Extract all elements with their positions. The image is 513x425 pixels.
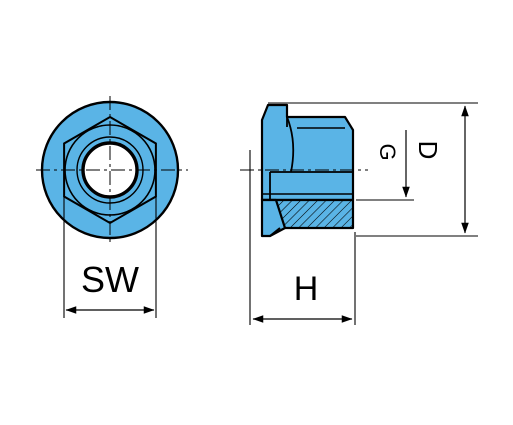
sw-label: SW xyxy=(81,259,139,300)
d-dimension: D xyxy=(268,102,478,237)
front-view xyxy=(36,96,188,246)
h-dimension: H xyxy=(249,150,356,325)
side-view xyxy=(240,103,368,238)
g-dimension: G xyxy=(356,130,414,201)
collar-curve xyxy=(286,116,295,173)
sw-dimension: SW xyxy=(63,196,157,318)
flange-bore xyxy=(260,198,287,238)
side-body xyxy=(260,103,355,202)
h-label: H xyxy=(294,270,319,308)
g-label: G xyxy=(375,143,400,160)
d-label: D xyxy=(413,141,443,160)
